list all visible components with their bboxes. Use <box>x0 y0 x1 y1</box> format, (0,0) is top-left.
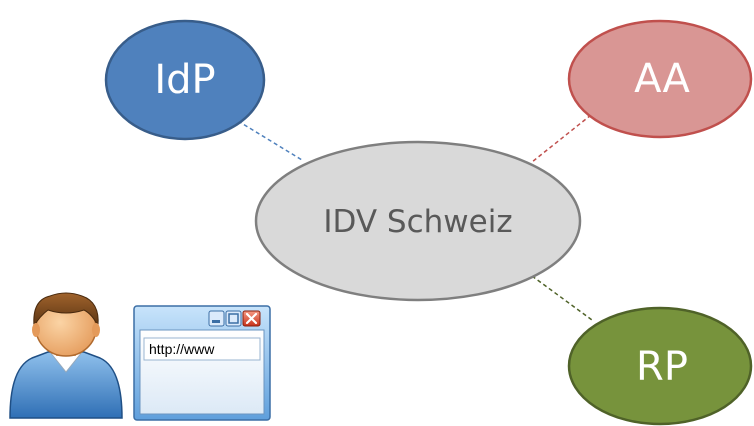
user-person-icon <box>9 292 123 419</box>
maximize-icon <box>225 310 242 327</box>
rp-label: RP <box>636 344 688 390</box>
aa-ellipse <box>567 19 753 139</box>
idp-node: IdP <box>104 19 266 141</box>
browser-window-icon: http://www <box>133 305 271 421</box>
aa-node: AA <box>567 19 753 139</box>
rp-node: RP <box>567 306 753 426</box>
idp-label: IdP <box>154 57 215 103</box>
idp-connector <box>237 120 303 161</box>
rp-connector <box>531 275 593 321</box>
aa-connector <box>531 114 592 163</box>
idv-schweiz-ellipse <box>254 140 582 302</box>
idv-schweiz-label: IDV Schweiz <box>323 204 512 240</box>
close-icon <box>242 310 261 327</box>
address-bar <box>143 337 261 361</box>
rp-ellipse <box>567 306 753 426</box>
idv-schweiz-node: IDV Schweiz <box>254 140 582 302</box>
address-bar-url: http://www <box>149 341 215 357</box>
idp-ellipse <box>104 19 266 141</box>
minimize-icon <box>208 310 225 327</box>
aa-label: AA <box>634 56 690 102</box>
